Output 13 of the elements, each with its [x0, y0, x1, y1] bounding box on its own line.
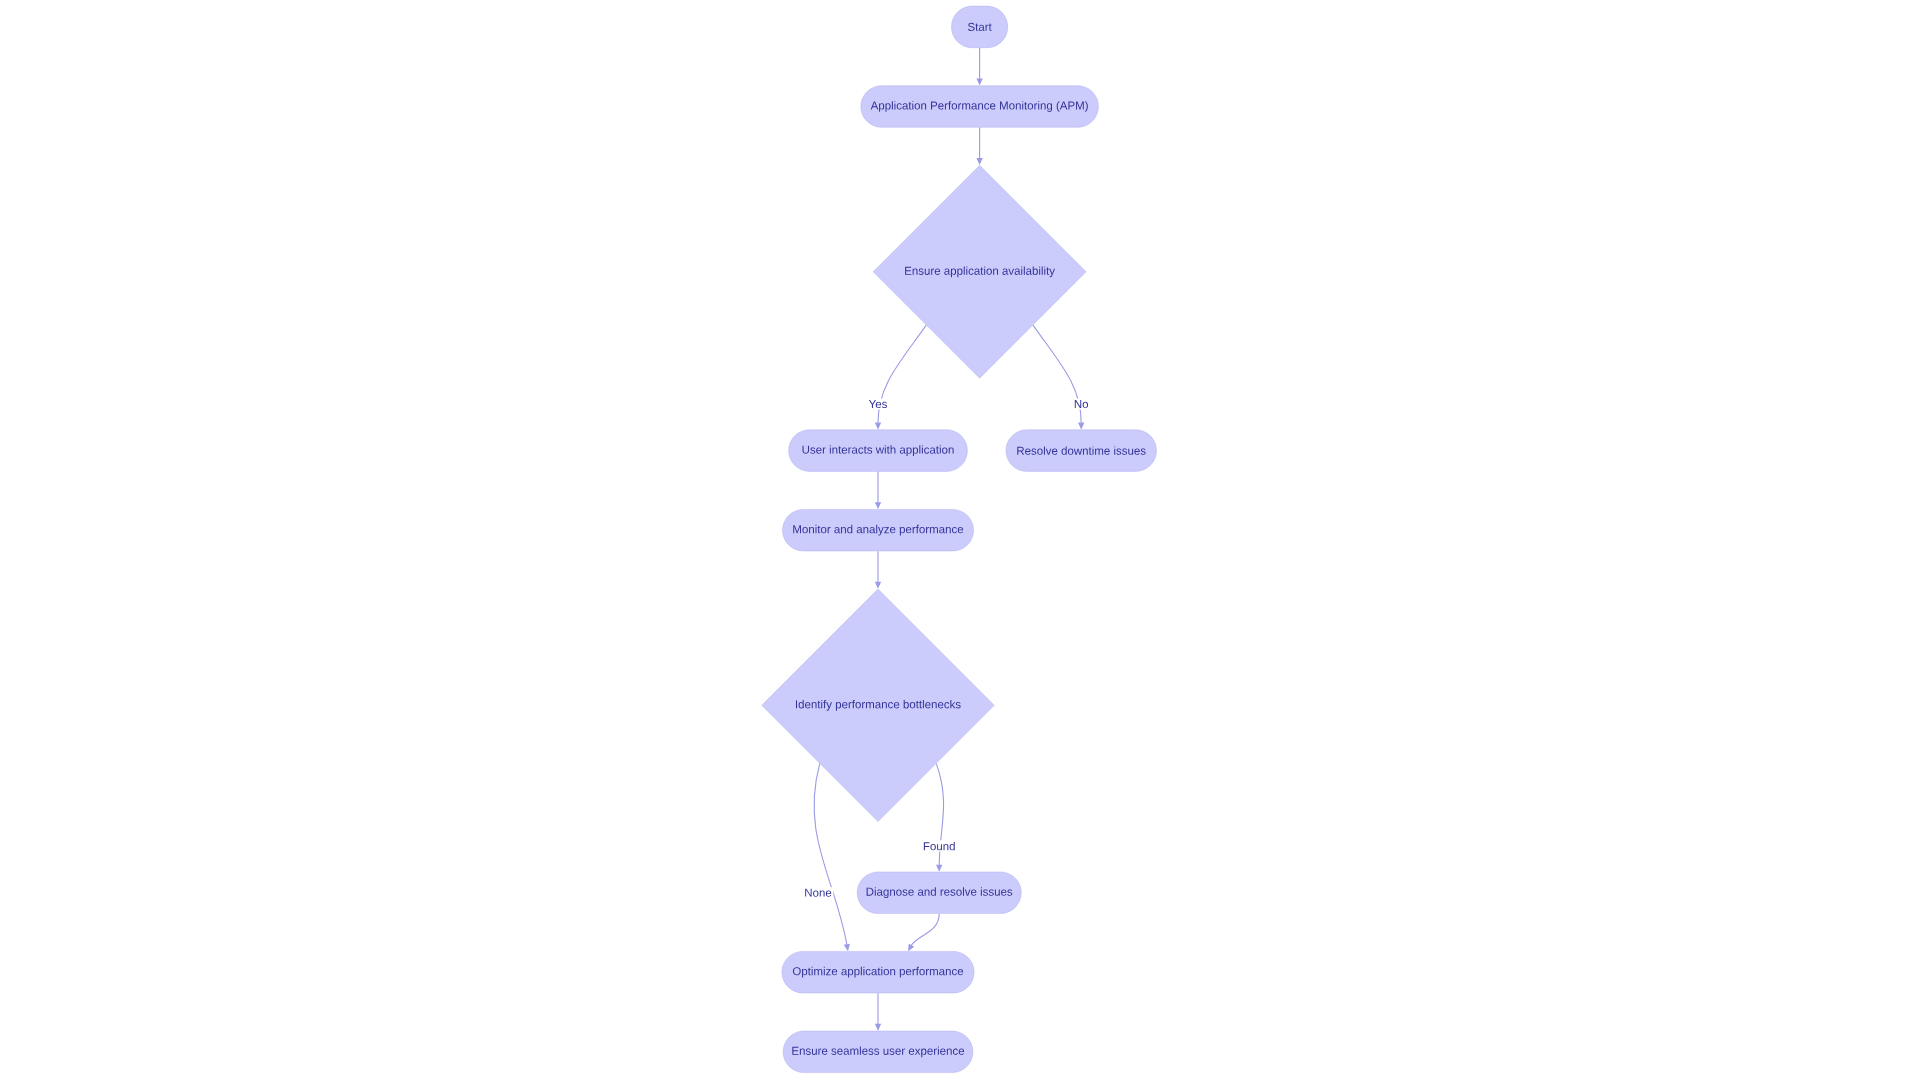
process-box: Diagnose and resolve issues [856, 871, 1022, 914]
process-box: Application Performance Monitoring (APM) [860, 85, 1099, 128]
process-box: Monitor and analyze performance [782, 509, 974, 552]
start-terminal: Start [951, 5, 1008, 48]
process-box: User interacts with application [788, 429, 968, 472]
arrow [976, 126, 983, 165]
process-box: Resolve downtime issues [1005, 429, 1157, 472]
edge-label: None [802, 887, 834, 899]
process-box: Ensure seamless user experience [782, 1030, 974, 1073]
edge-label: Yes [867, 398, 889, 410]
edge-label: Found [921, 840, 957, 852]
edge-label: No [1072, 398, 1091, 410]
process-box: Optimize application performance [781, 951, 975, 994]
